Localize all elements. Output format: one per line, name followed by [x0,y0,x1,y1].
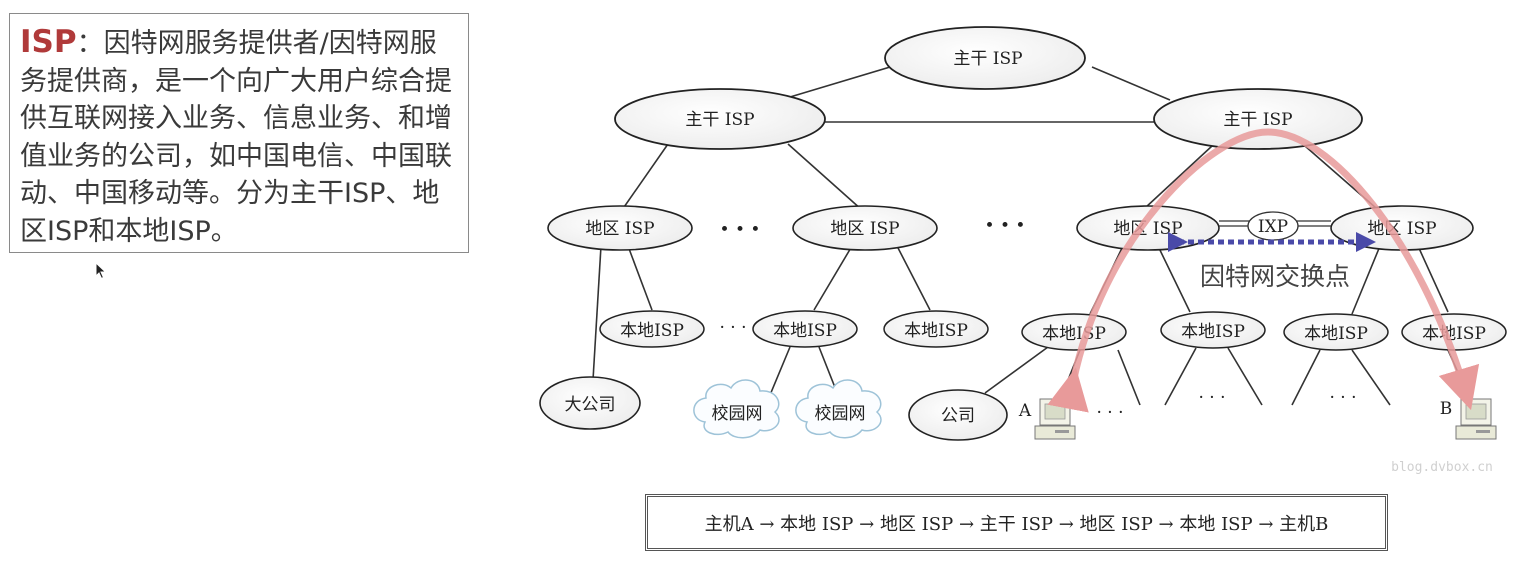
local-isp-5: 本地ISP [1160,311,1266,349]
backbone-isp-top-label: 主干 ISP [953,49,1022,69]
ellipsis-regional-1: • • • [720,220,761,240]
ellipsis-regional-2: • • • [985,216,1026,236]
ellipsis-hosts-3: · · · [1329,388,1356,408]
company-label: 公司 [941,406,975,426]
ellipsis-hosts-1: · · · [1096,403,1123,423]
definition-text: 因特网服务提供者/因特网服务提供商，是一个向广大用户综合提供互联网接入业务、信息… [20,28,452,247]
ixp-caption: 因特网交换点 [1200,262,1350,291]
local-isp-1-label: 本地ISP [620,321,684,341]
isp-term: ISP [20,24,77,60]
backbone-isp-top: 主干 ISP [884,26,1086,90]
computer-icon-host-b [1455,398,1497,440]
backbone-isp-left: 主干 ISP [614,88,826,150]
computer-icon-host-a [1034,398,1076,440]
local-isp-7-label: 本地ISP [1422,324,1486,344]
regional-isp-2: 地区 ISP [792,205,938,251]
regional-isp-3-label: 地区 ISP [1113,219,1182,239]
backbone-isp-right: 主干 ISP [1153,88,1363,150]
watermark: blog.dvbox.cn [1391,460,1493,475]
ixp-link [1219,220,1331,227]
company-node: 公司 [908,389,1008,441]
host-a-label: A [1018,401,1032,421]
campus-network-1-label: 校园网 [712,404,763,424]
local-isp-4: 本地ISP [1021,313,1127,351]
ixp-label: IXP [1258,217,1288,237]
regional-isp-1-label: 地区 ISP [585,219,654,239]
local-isp-7: 本地ISP [1401,313,1507,351]
regional-isp-2-label: 地区 ISP [830,219,899,239]
term-colon: ： [76,28,104,59]
ellipsis-hosts-2: · · · [1198,388,1225,408]
regional-isp-1: 地区 ISP [547,205,693,251]
campus-network-2-label: 校园网 [815,404,866,424]
route-arc-arrow [1047,128,1480,413]
local-isp-2: 本地ISP [752,310,858,348]
regional-isp-4-label: 地区 ISP [1367,219,1436,239]
big-company-node: 大公司 [539,376,641,430]
mouse-cursor-icon [95,262,107,280]
ixp-node: IXP [1247,211,1299,241]
local-isp-5-label: 本地ISP [1181,322,1245,342]
backbone-isp-left-label: 主干 ISP [685,110,754,130]
big-company-label: 大公司 [565,395,616,415]
backbone-isp-right-label: 主干 ISP [1223,110,1292,130]
local-isp-4-label: 本地ISP [1042,324,1106,344]
local-isp-3-label: 本地ISP [904,321,968,341]
campus-network-1: 校园网 [693,379,780,439]
local-isp-6-label: 本地ISP [1304,324,1368,344]
local-isp-2-label: 本地ISP [773,321,837,341]
definition-box: ISP：因特网服务提供者/因特网服务提供商，是一个向广大用户综合提供互联网接入业… [9,13,469,253]
route-summary-text: 主机A → 本地 ISP → 地区 ISP → 主干 ISP → 地区 ISP … [704,513,1329,535]
local-isp-3: 本地ISP [883,310,989,348]
local-isp-6: 本地ISP [1283,313,1389,351]
campus-network-2: 校园网 [795,379,882,439]
ellipsis-local-1: · · · [719,318,746,338]
local-isp-1: 本地ISP [599,310,705,348]
host-b-label: B [1440,399,1453,419]
route-summary-box: 主机A → 本地 ISP → 地区 ISP → 主干 ISP → 地区 ISP … [645,494,1388,551]
